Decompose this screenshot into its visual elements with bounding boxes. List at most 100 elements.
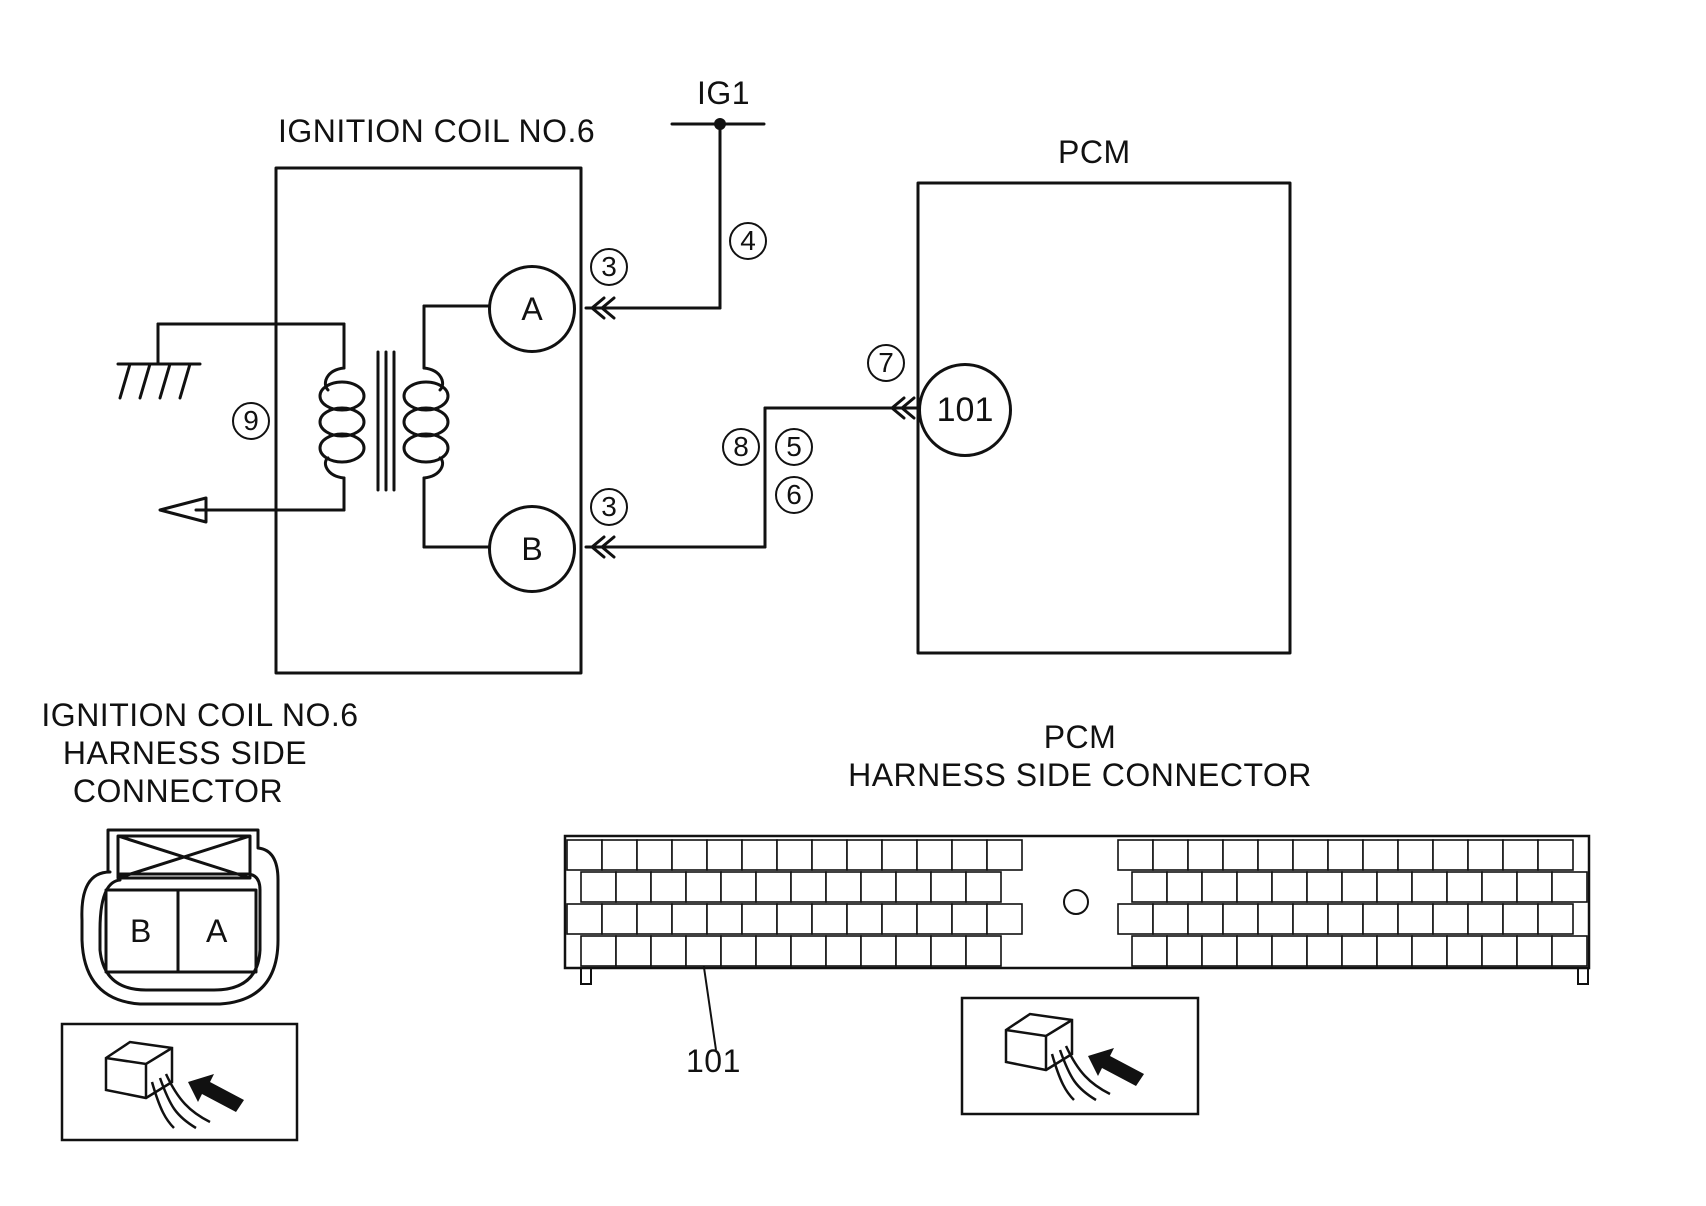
pcm-pin-cell [895,935,932,967]
pcm-pin-cell [986,903,1023,935]
pcm-connector-pin-grid [566,839,1588,967]
pcm-pin-cell [776,839,813,871]
step-marker-8: 8 [722,428,760,466]
pcm-pin-cell [1201,871,1238,903]
pcm-pin-cell [1537,903,1574,935]
pcm-pin-cell [1201,935,1238,967]
ig1-label: IG1 [697,75,751,111]
pcm-pin-cell [741,903,778,935]
primary-winding-icon [318,366,366,480]
step-marker-5: 5 [775,428,813,466]
pcm-pin-cell [825,871,862,903]
pcm-pin-cell [965,935,1002,967]
pcm-pin-cell [1397,903,1434,935]
pcm-pin-cell [741,839,778,871]
pcm-pin-cell [811,839,848,871]
secondary-winding-icon [402,366,450,480]
pcm-pin-cell [1236,871,1273,903]
step-marker-6: 6 [775,476,813,514]
pcm-title: PCM [1058,134,1131,170]
pcm-pin-cell [1516,935,1553,967]
pcm-pin-cell [706,903,743,935]
coil-harness-connector [80,828,280,1006]
step-marker-3-top: 3 [590,248,628,286]
pcm-pin-cell [1432,839,1469,871]
pcm-pin-cell [1481,935,1518,967]
pcm-pin-cell [671,903,708,935]
ignition-coil-title: IGNITION COIL NO.6 [278,113,596,149]
pcm-pin-cell [846,903,883,935]
pcm-pin-cell [615,871,652,903]
pcm-pin-cell [601,903,638,935]
pcm-pin-cell [1152,839,1189,871]
pcm-pin-cell [636,903,673,935]
arrow-icon [188,1074,244,1112]
pcm-pin-cell [1292,839,1329,871]
coil-connector-pin-a: A [206,913,228,949]
pcm-pin-cell [860,935,897,967]
pcm-pin-cell [1257,839,1294,871]
ig1-junction-dot [714,118,726,130]
spark-plug-arrow-icon [158,496,208,524]
pcm-pin-cell [776,903,813,935]
pcm-pin-cell [1502,839,1539,871]
pcm-pin-cell [1166,871,1203,903]
coil-connector-title-line2: HARNESS SIDE [62,735,308,771]
step-marker-7: 7 [867,344,905,382]
harness-connector-view-icon [60,1022,299,1142]
pcm-pin-cell [1411,935,1448,967]
pcm-pin-cell [755,871,792,903]
pcm-pin-cell [720,935,757,967]
pcm-pin-cell [685,935,722,967]
pcm-pin-cell [1257,903,1294,935]
pcm-pin-cell [566,903,603,935]
pcm-pin-cell [685,871,722,903]
pcm-pin-cell [790,871,827,903]
pcm-pin-cell [1551,935,1588,967]
pcm-pin-cell [706,839,743,871]
pcm-pin-cell [1306,935,1343,967]
pcm-pin-cell [846,839,883,871]
pcm-pin-cell [895,871,932,903]
pcm-pin-cell [1131,871,1168,903]
coil-connector-pin-b: B [130,913,152,949]
pcm-pin-cell [1222,839,1259,871]
pcm-pin-cell [1292,903,1329,935]
pcm-pin-cell [825,935,862,967]
step-marker-4: 4 [729,222,767,260]
pcm-pin-cell [1152,903,1189,935]
pcm-pin-cell [1537,839,1574,871]
pcm-pin-cell [916,903,953,935]
pcm-pin-cell [951,903,988,935]
pcm-pin-cell [1376,871,1413,903]
pcm-pin-cell [1481,871,1518,903]
pcm-pin-cell [650,935,687,967]
pcm-pin-cell [1446,935,1483,967]
pcm-pin-cell [1117,839,1154,871]
pcm-pin-cell [881,903,918,935]
pcm-connector-title-line2: HARNESS SIDE CONNECTOR [848,757,1312,793]
pcm-pin-cell [951,839,988,871]
coil-connector-title-line1: IGNITION COIL NO.6 [41,697,359,733]
pcm-harness-connector-view-icon [960,996,1200,1116]
pcm-terminal-101: 101 [918,363,1012,457]
pcm-arrow-icon [1088,1048,1144,1086]
pcm-pin-cell [1397,839,1434,871]
step-marker-9: 9 [232,402,270,440]
transformer-core-icon [376,350,396,492]
pcm-pin-cell [986,839,1023,871]
pcm-pin-cell [1327,839,1364,871]
pcm-pin-cell [1187,839,1224,871]
pcm-pin-cell [1551,871,1588,903]
coil-connector-title-line3: CONNECTOR [72,773,284,809]
pcm-pin-cell [671,839,708,871]
pcm-pin-cell [1271,935,1308,967]
pcm-pin-cell [615,935,652,967]
pcm-pin-cell [650,871,687,903]
pcm-pin-cell [1467,839,1504,871]
pcm-pin-cell [1236,935,1273,967]
pcm-pin-cell [1341,935,1378,967]
pcm-pin-cell [1306,871,1343,903]
pcm-pin-cell [601,839,638,871]
